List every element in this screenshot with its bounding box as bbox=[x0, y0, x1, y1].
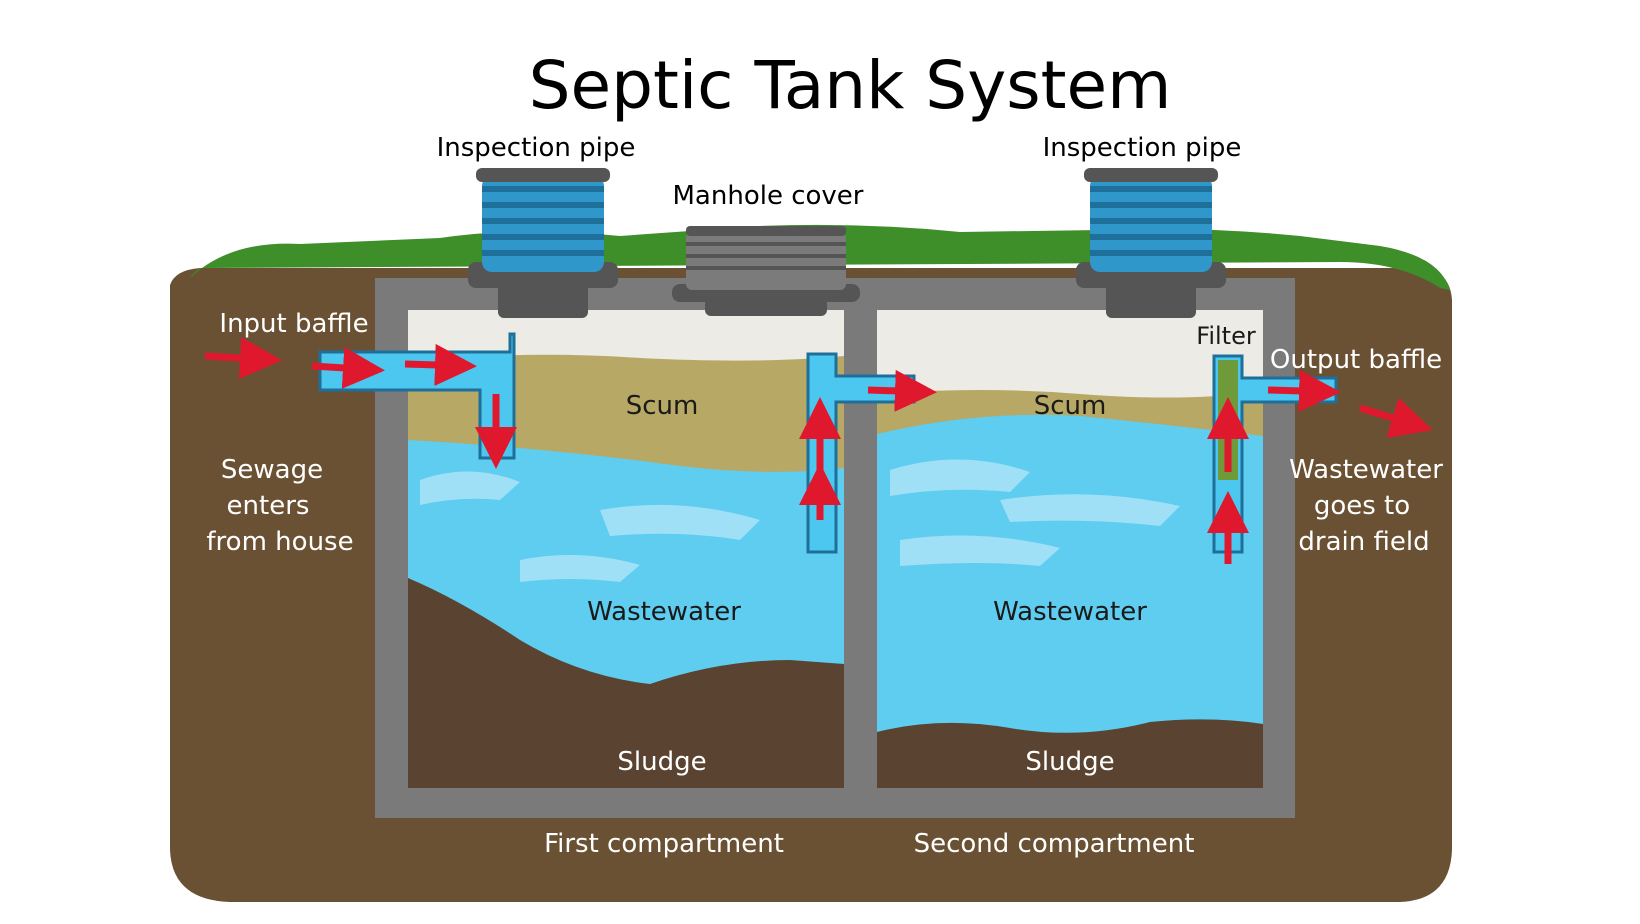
label-output-baffle: Output baffle bbox=[1270, 345, 1442, 375]
page-title: Septic Tank System bbox=[529, 47, 1172, 124]
drain-line-3: drain field bbox=[1298, 527, 1429, 557]
label-inspection-pipe-left: Inspection pipe bbox=[437, 133, 636, 163]
label-wastewater-2: Wastewater bbox=[993, 597, 1147, 627]
first-compartment bbox=[408, 310, 844, 788]
flow-arrows bbox=[204, 337, 1433, 564]
arrow-transfer-out bbox=[867, 369, 937, 412]
label-second-compartment: Second compartment bbox=[914, 829, 1195, 859]
second-compartment bbox=[877, 310, 1263, 788]
label-scum-2: Scum bbox=[1034, 391, 1107, 421]
label-input-baffle: Input baffle bbox=[219, 309, 368, 339]
manhole-cover bbox=[672, 226, 860, 316]
label-sludge-1: Sludge bbox=[617, 747, 706, 777]
label-first-compartment: First compartment bbox=[544, 829, 784, 859]
arrow-inflow-3 bbox=[404, 343, 477, 386]
arrow-inflow-1 bbox=[204, 337, 282, 379]
scum-layer-1 bbox=[408, 354, 844, 472]
label-scum-1: Scum bbox=[626, 391, 699, 421]
sewage-line-3: from house bbox=[206, 527, 353, 557]
label-sludge-2: Sludge bbox=[1025, 747, 1114, 777]
scum-layer-2 bbox=[877, 390, 1263, 436]
label-filter: Filter bbox=[1196, 322, 1256, 350]
sewage-line-2: enters bbox=[227, 491, 310, 521]
arrow-inflow-2 bbox=[311, 346, 385, 389]
arrow-outflow bbox=[1358, 397, 1433, 438]
inspection-pipe-right bbox=[1076, 168, 1226, 318]
arrow-output-pipe bbox=[1267, 369, 1341, 412]
label-inspection-pipe-right: Inspection pipe bbox=[1043, 133, 1242, 163]
drain-line-1: Wastewater bbox=[1289, 455, 1443, 485]
sewage-line-1: Sewage bbox=[221, 455, 323, 485]
inspection-pipe-left bbox=[468, 168, 618, 318]
label-wastewater-1: Wastewater bbox=[587, 597, 741, 627]
sludge-layer-1 bbox=[408, 578, 844, 788]
label-manhole-cover: Manhole cover bbox=[673, 181, 864, 211]
sludge-layer-2 bbox=[877, 719, 1263, 788]
drain-line-2: goes to bbox=[1314, 491, 1410, 521]
